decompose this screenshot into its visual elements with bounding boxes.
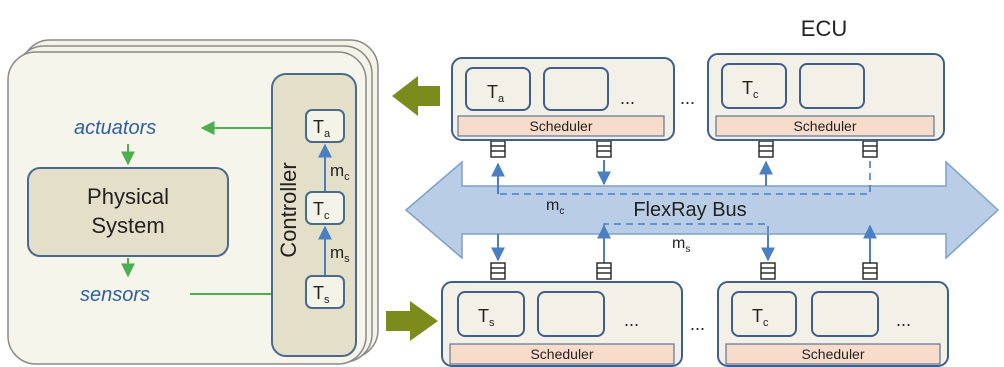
ecu-between-top-ellipsis: ... xyxy=(680,88,695,108)
controller-task-a-label: Ta xyxy=(313,117,331,140)
controller-msg-s: ms xyxy=(330,243,350,265)
ecu-bottom-right-task: Tc xyxy=(752,306,769,329)
buffer-icon xyxy=(862,262,878,280)
ecu-bottom-right-ellipsis: ... xyxy=(896,310,911,330)
ecu-bottom-left-scheduler: Scheduler xyxy=(530,346,593,362)
controller-task-c-label: Tc xyxy=(313,199,330,222)
bus-path-mc xyxy=(497,160,871,195)
ecu-label: ECU xyxy=(801,16,847,41)
ecu-between-bottom-ellipsis: ... xyxy=(690,314,705,334)
flexray-bus xyxy=(404,160,1000,260)
ecu-top-left-task: Ta xyxy=(487,82,505,105)
controller-label: Controller xyxy=(276,162,301,257)
ecu-top-left-scheduler: Scheduler xyxy=(529,118,592,134)
bus-msg-s: ms xyxy=(672,235,690,255)
sensors-label: sensors xyxy=(80,284,150,306)
ecu-bottom-left-ellipsis: ... xyxy=(624,310,639,330)
ecu-bottom-left xyxy=(441,281,683,367)
ecu-bottom-right-scheduler: Scheduler xyxy=(801,346,864,362)
buffer-icon xyxy=(490,140,506,158)
controller-task-a xyxy=(305,109,345,143)
controller-task-s xyxy=(305,275,345,309)
controller-msg-c: mc xyxy=(330,161,350,183)
physical-system-line2: System xyxy=(91,213,164,238)
controller-task-c xyxy=(305,191,345,225)
ecu-bottom-left-task: Ts xyxy=(478,306,495,329)
buffer-icon xyxy=(758,140,774,158)
bus-msg-c: mc xyxy=(546,197,564,217)
ecu-top-right-scheduler: Scheduler xyxy=(793,118,856,134)
controller-task-s-label: Ts xyxy=(313,283,330,306)
physical-system-line1: Physical xyxy=(87,184,169,209)
ecu-bottom-right xyxy=(717,281,949,367)
ecu-top-left xyxy=(451,57,675,141)
ecu-top-right xyxy=(707,53,945,141)
actuators-label: actuators xyxy=(74,117,156,139)
buffer-icon xyxy=(490,262,506,280)
buffer-icon xyxy=(862,140,878,158)
ecu-top-left-ellipsis: ... xyxy=(620,88,635,108)
ecu-top-right-task: Tc xyxy=(742,78,759,101)
buffer-icon xyxy=(760,262,776,280)
olive-arrow-right xyxy=(386,301,438,341)
physical-system-box xyxy=(27,167,229,257)
buffer-icon xyxy=(596,262,612,280)
flexray-bus-label: FlexRay Bus xyxy=(633,199,746,221)
buffer-icon xyxy=(596,140,612,158)
olive-arrow-left xyxy=(392,76,440,116)
